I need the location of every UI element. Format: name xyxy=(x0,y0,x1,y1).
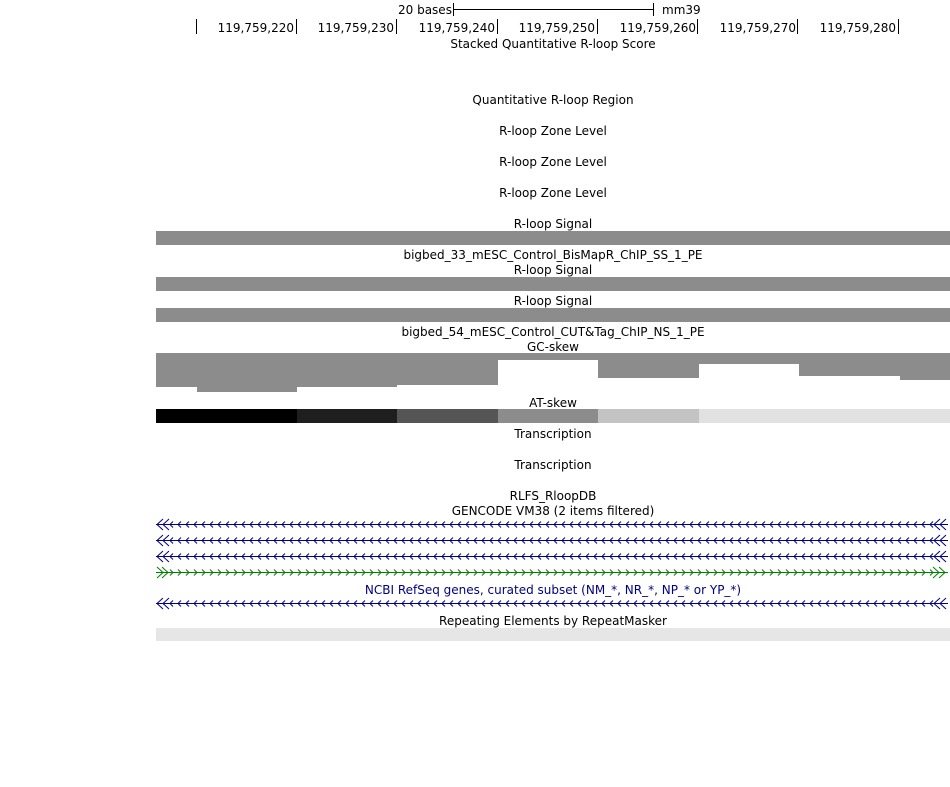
signal-track-bar[interactable] xyxy=(156,231,950,245)
track-label-zone-level[interactable]: R-loop Zone Level xyxy=(499,155,607,169)
track-label-transcription[interactable]: Transcription xyxy=(514,458,592,472)
ruler-tick xyxy=(898,19,899,34)
track-label-zone-level[interactable]: R-loop Zone Level xyxy=(499,124,607,138)
ruler-position: 119,759,250 xyxy=(518,21,595,35)
gene-minus-strand[interactable] xyxy=(0,534,950,547)
track-label-rlfs[interactable]: RLFS_RloopDB xyxy=(509,489,597,503)
at-skew-block xyxy=(900,409,950,423)
ruler-position: 119,759,230 xyxy=(317,21,394,35)
gc-skew-bar xyxy=(397,353,498,385)
ruler-tick xyxy=(196,19,197,34)
gc-skew-bar xyxy=(498,353,598,360)
signal-track-bar[interactable] xyxy=(156,277,950,291)
track-label-at-skew[interactable]: AT-skew xyxy=(529,396,577,410)
gc-skew-bar xyxy=(900,353,950,380)
gc-skew-bar xyxy=(197,353,297,392)
ruler-position: 119,759,280 xyxy=(819,21,896,35)
gene-plus-strand[interactable] xyxy=(0,566,950,579)
ruler-position: 119,759,220 xyxy=(217,21,294,35)
at-skew-block xyxy=(297,409,397,423)
scale-bar xyxy=(453,3,654,16)
at-skew-block xyxy=(498,409,598,423)
ruler-tick xyxy=(597,19,598,34)
track-label-zone-level[interactable]: R-loop Zone Level xyxy=(499,186,607,200)
at-skew-track[interactable] xyxy=(156,409,950,423)
at-skew-block xyxy=(699,409,799,423)
track-label-transcription[interactable]: Transcription xyxy=(514,427,592,441)
track-label-repeatmasker[interactable]: Repeating Elements by RepeatMasker xyxy=(439,614,667,628)
ruler-tick xyxy=(497,19,498,34)
track-label-signal[interactable]: R-loop Signal xyxy=(513,217,593,231)
track-label-stacked-score[interactable]: Stacked Quantitative R-loop Score xyxy=(450,37,656,51)
gene-minus-strand[interactable] xyxy=(0,518,950,531)
ruler-position: 119,759,270 xyxy=(719,21,796,35)
signal-track-bar[interactable] xyxy=(156,308,950,322)
at-skew-block xyxy=(799,409,900,423)
ruler-tick xyxy=(797,19,798,34)
track-label-gc-skew[interactable]: GC-skew xyxy=(527,340,579,354)
track-label-quant-region[interactable]: Quantitative R-loop Region xyxy=(472,93,634,107)
gc-skew-bar xyxy=(799,353,900,376)
ruler-tick xyxy=(396,19,397,34)
gc-skew-bar xyxy=(297,353,397,387)
track-label-signal[interactable]: R-loop Signal xyxy=(513,263,593,277)
gc-skew-baseline xyxy=(498,353,950,354)
track-label-bigbed-33[interactable]: bigbed_33_mESC_Control_BisMapR_ChIP_SS_1… xyxy=(403,248,703,262)
ruler-position: 119,759,260 xyxy=(619,21,696,35)
gene-minus-strand[interactable] xyxy=(0,550,950,563)
ruler-tick xyxy=(697,19,698,34)
repeatmasker-bar[interactable] xyxy=(156,628,950,641)
gene-minus-strand[interactable] xyxy=(0,597,950,610)
at-skew-block xyxy=(156,409,297,423)
at-skew-block xyxy=(598,409,699,423)
ruler-position: 119,759,240 xyxy=(418,21,495,35)
track-label-signal[interactable]: R-loop Signal xyxy=(513,294,593,308)
assembly-label: mm39 xyxy=(662,3,701,17)
track-label-gencode[interactable]: GENCODE VM38 (2 items filtered) xyxy=(451,504,655,518)
scale-label: 20 bases xyxy=(398,3,452,17)
gc-skew-bar xyxy=(156,353,197,387)
gc-skew-bar xyxy=(699,353,799,364)
at-skew-block xyxy=(397,409,498,423)
track-label-refseq[interactable]: NCBI RefSeq genes, curated subset (NM_*,… xyxy=(364,583,742,597)
track-label-bigbed-54[interactable]: bigbed_54_mESC_Control_CUT&Tag_ChIP_NS_1… xyxy=(401,325,705,339)
ruler-tick xyxy=(296,19,297,34)
gc-skew-bar xyxy=(598,353,699,378)
gc-skew-track[interactable] xyxy=(156,353,950,395)
